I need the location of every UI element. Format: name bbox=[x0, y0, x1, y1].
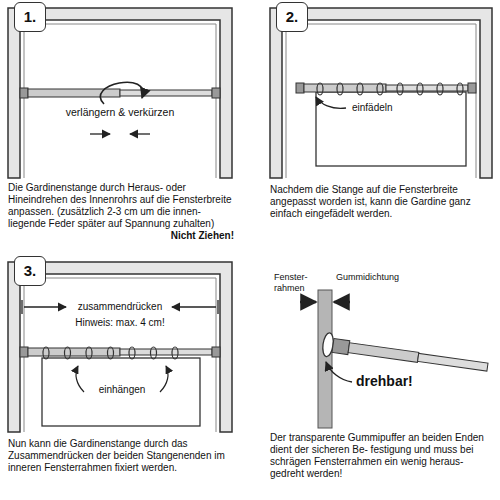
window-frame bbox=[286, 24, 476, 178]
part-label: Fenster- rahmen bbox=[274, 272, 316, 294]
window-frame-section bbox=[318, 290, 332, 428]
curtain-rod bbox=[20, 347, 28, 357]
curtain-ring bbox=[357, 83, 363, 95]
step-number-box: 2. bbox=[276, 2, 308, 32]
window-frame bbox=[24, 278, 216, 432]
curtain-rod bbox=[28, 348, 120, 356]
window-frame bbox=[8, 262, 232, 432]
curtain-ring bbox=[417, 83, 423, 95]
step-number-box: 1. bbox=[14, 2, 46, 32]
action-label: einfädeln bbox=[350, 102, 395, 114]
hang-arrow bbox=[160, 366, 168, 392]
window-frame bbox=[8, 8, 232, 178]
curtain-rod bbox=[20, 347, 220, 357]
hang-arrow bbox=[76, 366, 84, 392]
curtain-ring bbox=[86, 347, 92, 359]
window-frame bbox=[270, 8, 492, 178]
action-label: verlängern & verkürzen bbox=[64, 106, 177, 119]
instruction-text: Nachdem die Stange auf die Fensterbreite… bbox=[270, 184, 494, 220]
curtain-ring bbox=[317, 83, 463, 95]
curtain-rod-end bbox=[321, 332, 489, 379]
curtain-ring bbox=[337, 83, 343, 95]
rotate-arrow bbox=[100, 82, 143, 104]
curtain-rod bbox=[20, 88, 220, 98]
action-label: zusammendrücken bbox=[76, 301, 164, 313]
curtain bbox=[42, 358, 200, 426]
curtain bbox=[316, 92, 466, 166]
curtain-rod bbox=[304, 84, 386, 92]
window-frame bbox=[270, 8, 492, 178]
note-text: Hinweis: max. 4 cm! bbox=[73, 317, 166, 329]
window-frame bbox=[24, 24, 216, 178]
curtain-rod bbox=[212, 347, 220, 357]
curtain-rod bbox=[20, 88, 28, 98]
instruction-text: Die Gardinenstange durch Heraus- oder Hi… bbox=[8, 182, 234, 230]
curtain-rod-end bbox=[332, 338, 350, 354]
shorten-arrow bbox=[130, 133, 150, 134]
seal-arrow bbox=[334, 301, 350, 304]
curtain-rod-end bbox=[418, 353, 488, 371]
press-arrow bbox=[24, 306, 66, 307]
curtain-ring bbox=[377, 83, 383, 95]
curtain-ring bbox=[457, 83, 463, 95]
step-number: 1. bbox=[24, 8, 37, 26]
step-number: 2. bbox=[286, 8, 299, 26]
curtain-rod bbox=[28, 89, 120, 97]
action-label: einhängen bbox=[97, 384, 148, 396]
extend-arrow bbox=[90, 133, 110, 134]
curtain-rod bbox=[468, 83, 476, 93]
curtain-ring bbox=[151, 347, 157, 359]
limit-mark bbox=[22, 300, 218, 314]
curtain-rod bbox=[386, 85, 468, 91]
step-number: 3. bbox=[24, 262, 37, 280]
step-number-box: 3. bbox=[14, 256, 46, 286]
thread-arrow bbox=[316, 97, 346, 108]
curtain-ring bbox=[317, 83, 323, 95]
curtain-rod-end bbox=[348, 343, 419, 363]
curtain-ring bbox=[65, 347, 71, 359]
curtain-rod bbox=[120, 90, 212, 96]
window-frame bbox=[8, 8, 232, 178]
curtain-ring bbox=[129, 347, 135, 359]
curtain-ring bbox=[397, 83, 403, 95]
warning-text: Nicht Ziehen! bbox=[8, 230, 234, 242]
curtain-ring bbox=[437, 83, 443, 95]
part-label: Gummidichtung bbox=[336, 272, 436, 283]
note-text: drehbar! bbox=[354, 373, 415, 390]
curtain-ring bbox=[108, 347, 114, 359]
instruction-text: Nun kann die Gardinenstange durch das Zu… bbox=[8, 438, 234, 474]
turn-leader bbox=[326, 362, 352, 382]
curtain-ring bbox=[172, 347, 178, 359]
curtain-ring bbox=[43, 347, 178, 359]
press-arrow bbox=[172, 306, 216, 307]
instruction-text: Der transparente Gummipuffer an beiden E… bbox=[270, 432, 494, 480]
frame-arrow bbox=[300, 301, 316, 304]
curtain-rod bbox=[296, 83, 304, 93]
window-frame bbox=[8, 262, 232, 432]
curtain-rod bbox=[212, 88, 220, 98]
curtain-rod bbox=[120, 349, 212, 355]
curtain-ring bbox=[43, 347, 49, 359]
